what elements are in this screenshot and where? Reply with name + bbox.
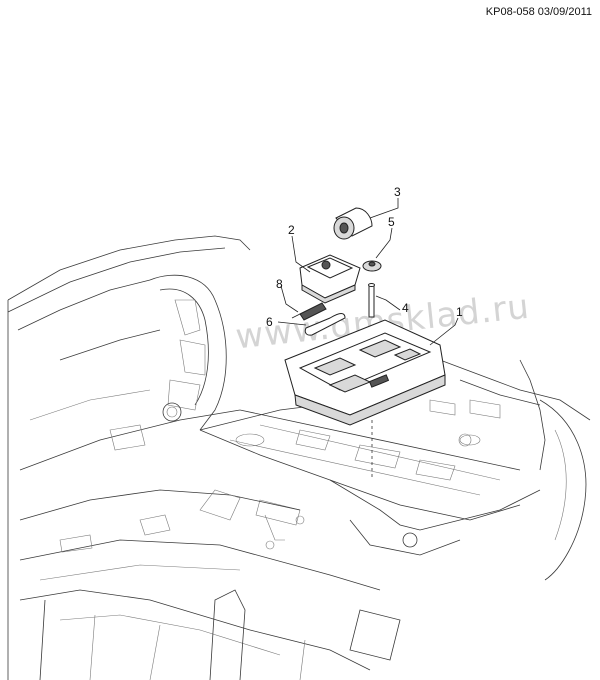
callout-6: 6 [266, 315, 273, 329]
callout-8: 8 [276, 277, 283, 291]
part-4-retainer-rod [368, 283, 375, 318]
callout-4: 4 [402, 301, 409, 315]
part-6-hose [304, 313, 346, 336]
leader-lines [277, 198, 459, 346]
callout-5: 5 [388, 215, 395, 229]
drawing-reference: KP08-058 03/09/2011 [485, 6, 592, 18]
vehicle-body-floor [7, 235, 591, 680]
callout-2: 2 [288, 223, 295, 237]
part-5-valve-cap [362, 260, 382, 272]
part-1-storage-tray [284, 319, 446, 426]
part-3-sealant-canister [333, 207, 373, 240]
callout-3: 3 [394, 185, 401, 199]
part-8-tool [291, 302, 327, 321]
part-2-compressor [299, 254, 361, 304]
callout-1: 1 [456, 305, 463, 319]
